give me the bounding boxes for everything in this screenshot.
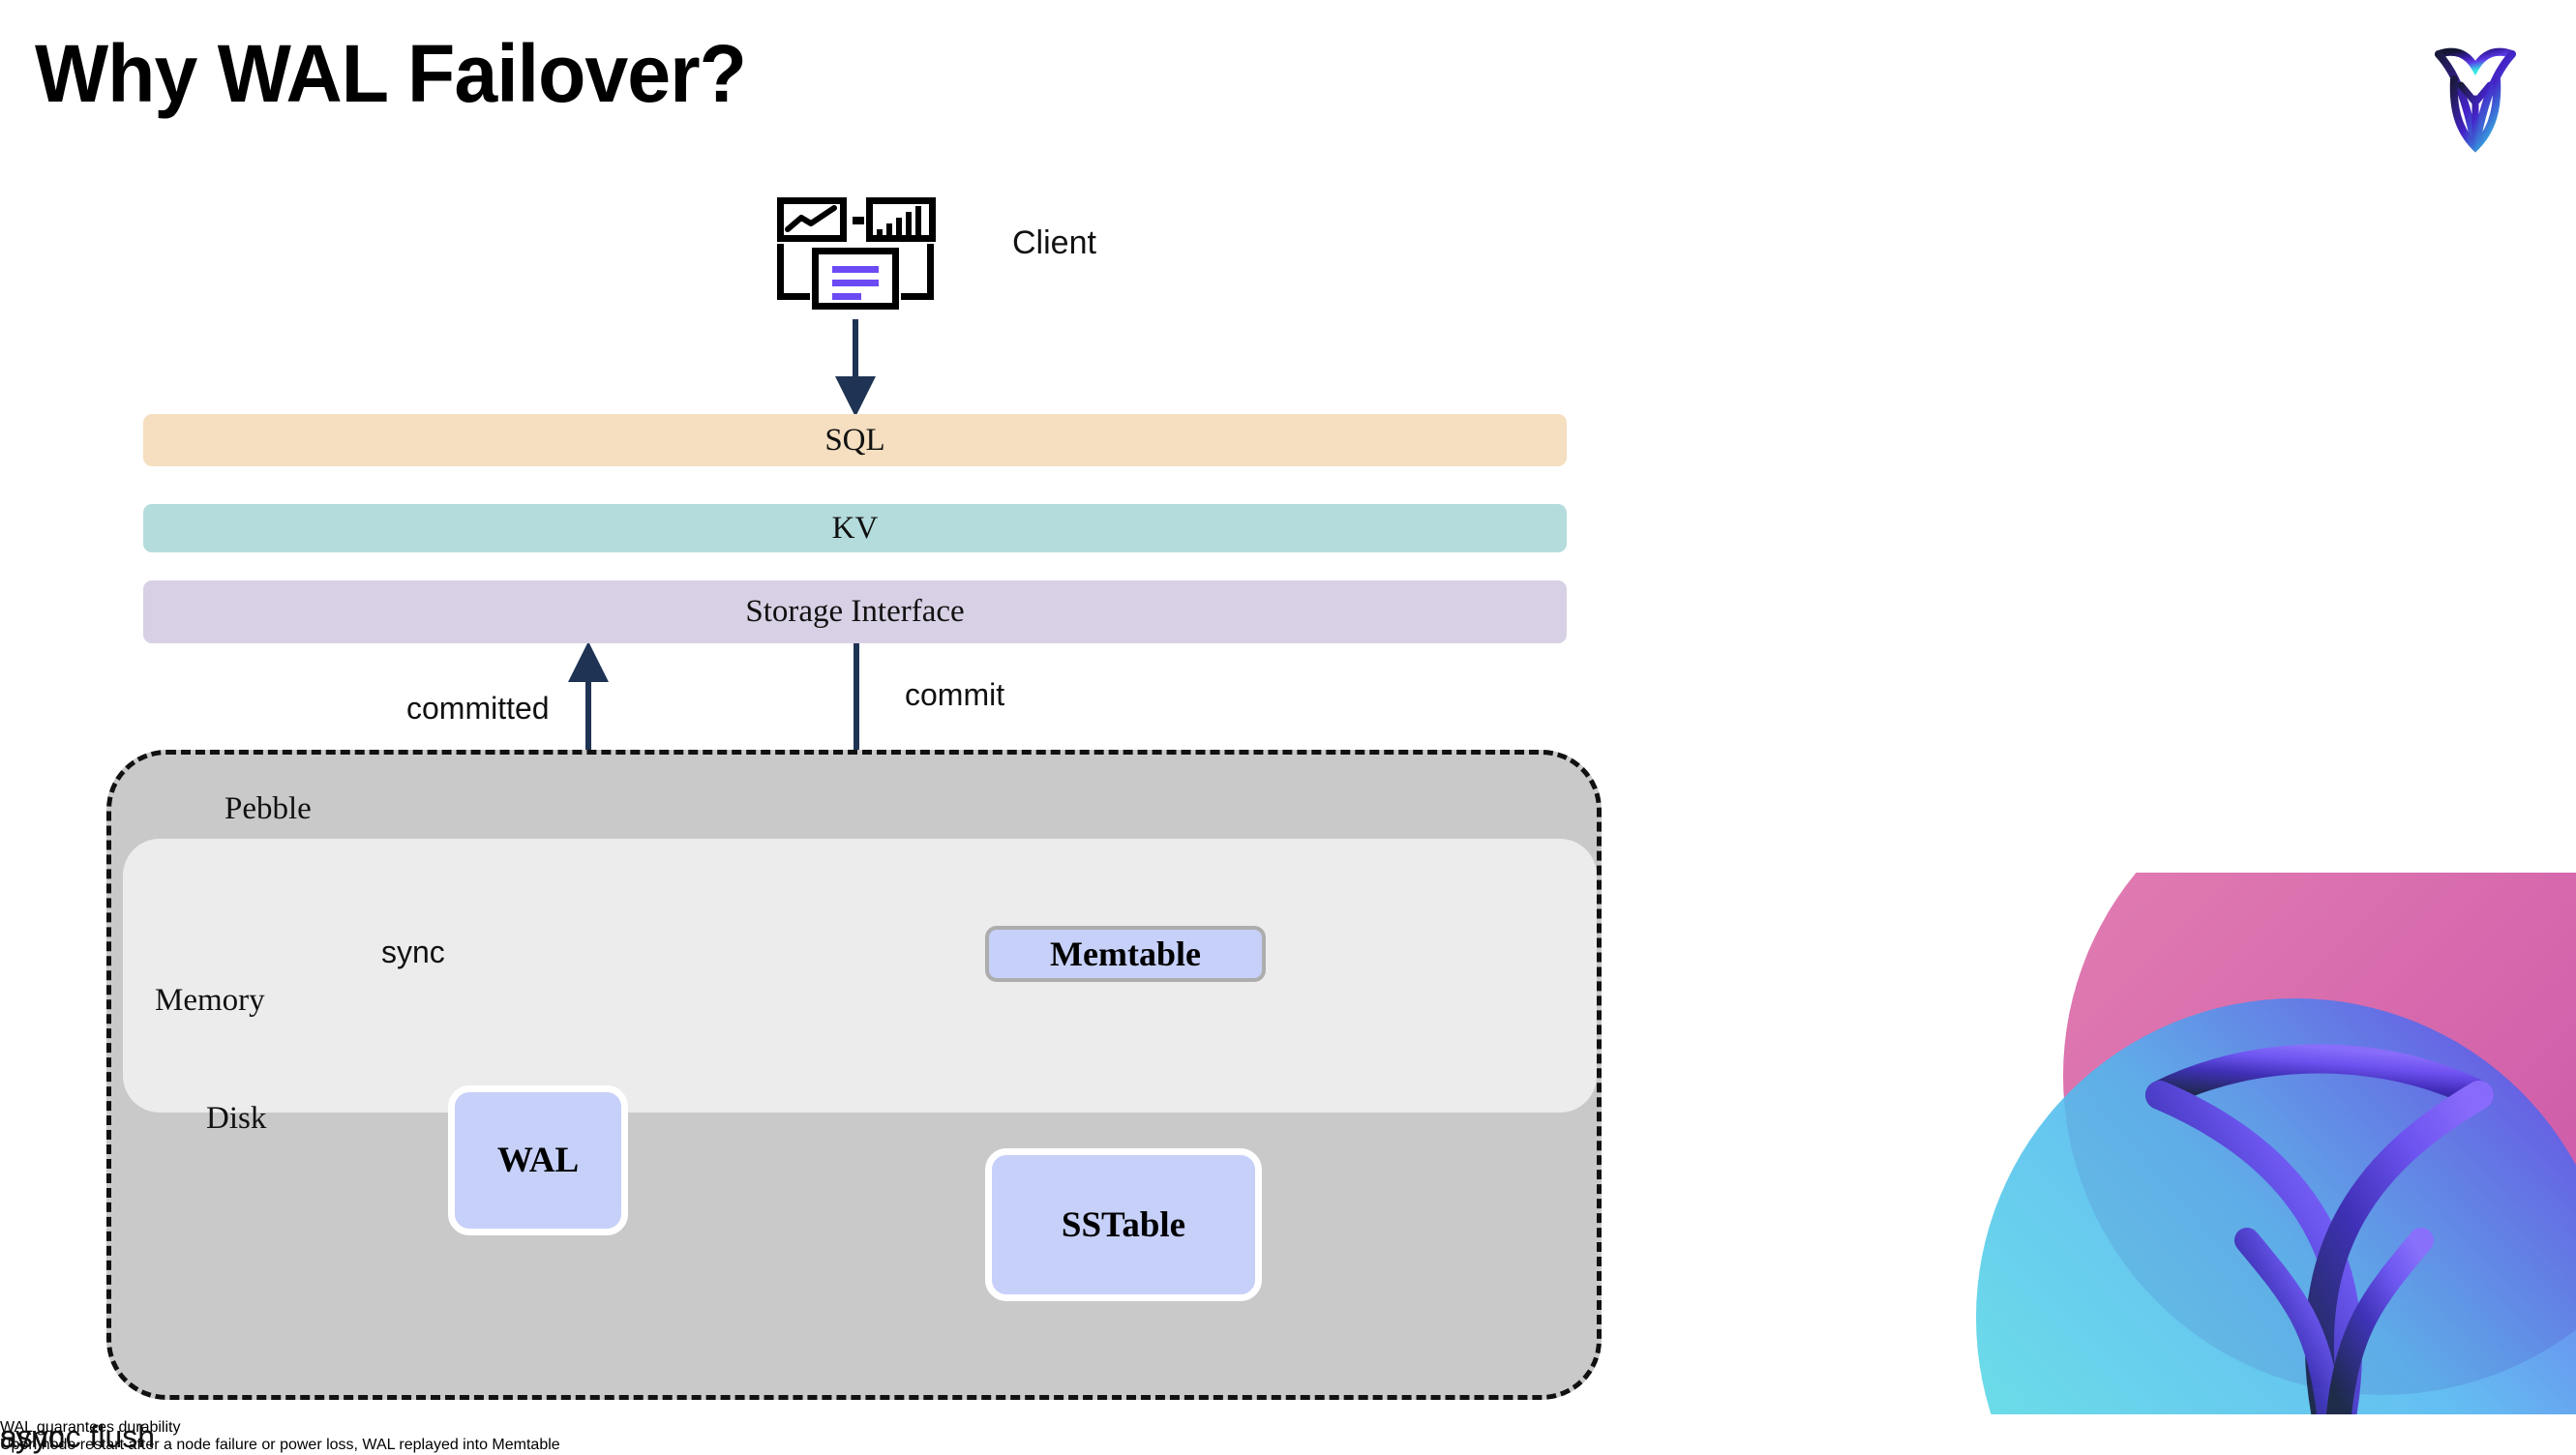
client-terminal-icon <box>777 197 936 317</box>
page-title: Why WAL Failover? <box>35 28 747 119</box>
bar-chart-icon <box>866 197 936 242</box>
pebble-container <box>106 750 1602 1400</box>
layer-bar-storage: Storage Interface <box>143 580 1567 643</box>
layer-bar-sql: SQL <box>143 414 1567 466</box>
dash-separator-icon <box>853 217 864 224</box>
layer-label-sql: SQL <box>824 422 885 458</box>
list-item: Upon node restart after a node failure o… <box>0 1437 2576 1454</box>
disk-label: Disk <box>206 1101 267 1136</box>
bullet-text: WAL guarantees durability <box>0 1419 181 1436</box>
cockroachdb-logo <box>2408 25 2543 161</box>
layer-label-storage: Storage Interface <box>745 594 965 629</box>
node-label-sstable: SSTable <box>1061 1204 1186 1245</box>
node-sstable: SSTable <box>985 1148 1262 1301</box>
list-item: WAL guarantees durability <box>0 1419 2576 1437</box>
edge-label-sync-up: sync <box>381 935 445 969</box>
memory-label: Memory <box>155 983 265 1018</box>
node-memtable: Memtable <box>985 926 1266 982</box>
layer-bar-kv: KV <box>143 504 1567 552</box>
client-label: Client <box>1012 224 1096 261</box>
bracket-right-icon <box>901 244 934 300</box>
bullet-list: WAL guarantees durability Upon node rest… <box>0 1419 2576 1454</box>
document-icon <box>812 248 899 310</box>
edge-label-committed: committed <box>406 691 550 726</box>
node-wal: WAL <box>448 1085 628 1235</box>
edge-label-commit: commit <box>905 677 1005 712</box>
pebble-label: Pebble <box>225 791 312 826</box>
edge-label-async-flush: async flush <box>0 1419 156 1454</box>
memory-region <box>123 839 1597 1113</box>
bracket-left-icon <box>777 244 810 300</box>
line-chart-icon <box>777 197 847 242</box>
node-label-memtable: Memtable <box>1050 935 1201 973</box>
bullet-text: Upon node restart after a node failure o… <box>0 1437 560 1453</box>
node-label-wal: WAL <box>496 1141 580 1180</box>
layer-label-kv: KV <box>831 510 879 546</box>
